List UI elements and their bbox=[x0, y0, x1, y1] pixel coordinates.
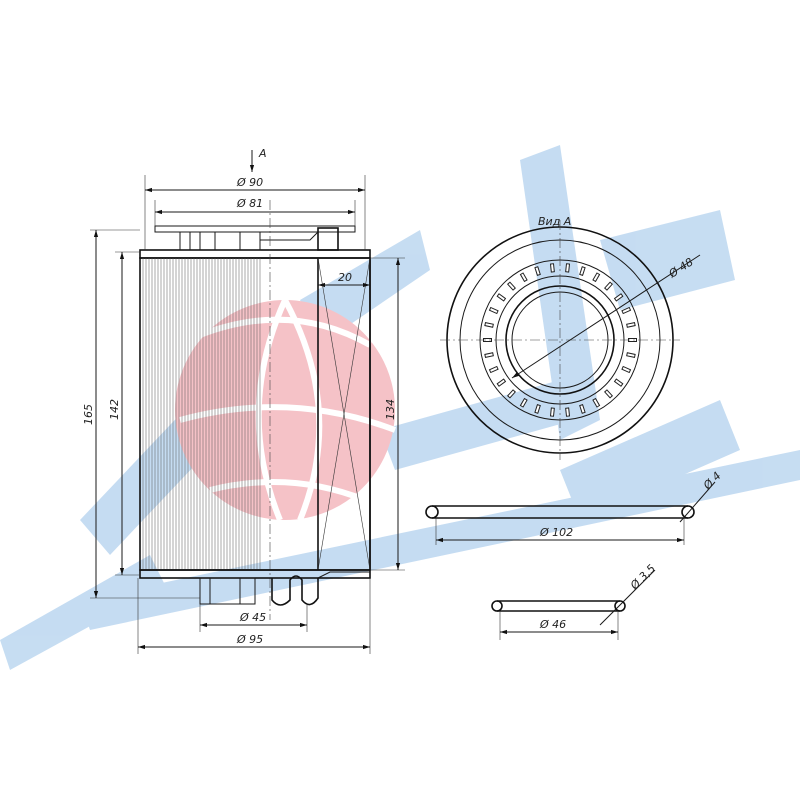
arrow-label: А bbox=[258, 147, 267, 160]
d35-leader bbox=[599, 569, 656, 626]
d4-leader bbox=[679, 481, 716, 523]
dim-w20: 20 bbox=[338, 271, 352, 284]
dim-d35: Ø 3,5 bbox=[627, 562, 658, 593]
side-dimensions: Ø 90 Ø 81 А 20 165 142 134 Ø 45 bbox=[82, 147, 405, 654]
bottom-spigot bbox=[199, 577, 256, 605]
bottom-seal-profile bbox=[271, 575, 319, 606]
top-collar bbox=[179, 231, 261, 251]
dim-d46: Ø 46 bbox=[539, 618, 566, 631]
pleat-lines bbox=[142, 258, 261, 570]
core-cross-b bbox=[317, 257, 371, 571]
view-a: Вид А Ø 48 bbox=[440, 215, 701, 460]
dim-h134: 134 bbox=[384, 399, 397, 420]
inner-bore-circle bbox=[505, 285, 615, 395]
top-seal-section bbox=[317, 227, 339, 251]
dim-h142: 142 bbox=[108, 399, 121, 420]
dim-h165: 165 bbox=[82, 404, 95, 425]
dim-d90: Ø 90 bbox=[236, 176, 263, 189]
top-flange bbox=[154, 225, 356, 233]
dim-d102: Ø 102 bbox=[539, 526, 573, 539]
filter-side-view bbox=[139, 200, 371, 620]
d48-leader bbox=[511, 254, 701, 379]
slot-ring bbox=[483, 263, 637, 417]
o-ring-small: Ø 46 Ø 3,5 bbox=[491, 562, 658, 640]
dim-d45: Ø 45 bbox=[239, 611, 266, 624]
dim-d81: Ø 81 bbox=[236, 197, 263, 210]
top-end-cap bbox=[139, 249, 371, 259]
view-a-label: Вид А bbox=[538, 215, 571, 228]
dim-d95: Ø 95 bbox=[236, 633, 263, 646]
